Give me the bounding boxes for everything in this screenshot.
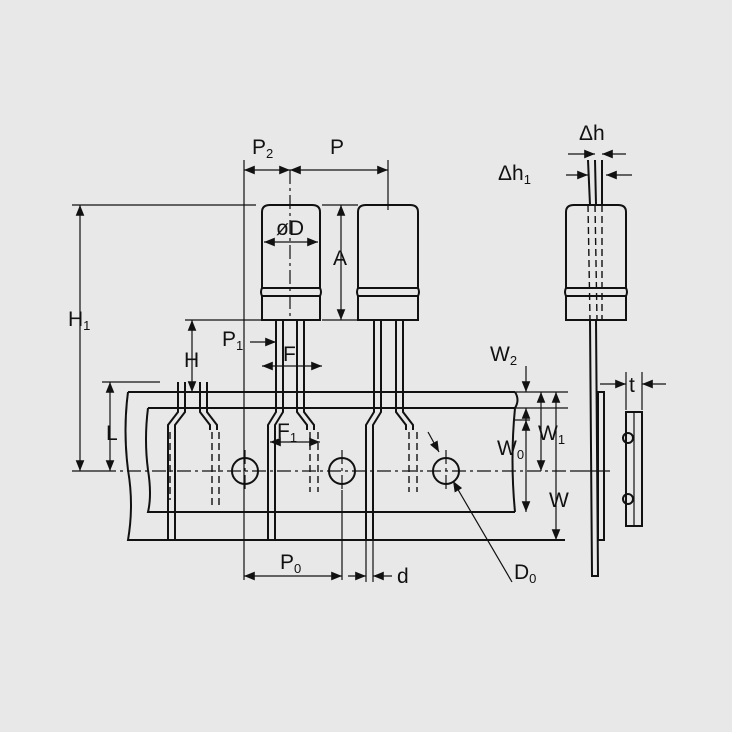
label-p2: P2 (252, 136, 273, 161)
dimension-p2-p (243, 160, 389, 580)
label-diameter: øD (276, 217, 304, 240)
dimension-d (348, 540, 392, 582)
label-l: L (106, 422, 118, 445)
capacitor-2 (356, 204, 420, 540)
label-w2: W2 (490, 343, 517, 368)
label-w: W (549, 489, 569, 512)
label-d: d (397, 565, 409, 588)
dimension-d0 (427, 431, 513, 583)
side-view-capacitor (564, 159, 628, 577)
dimension-w0 (515, 419, 531, 512)
dimension-t (600, 372, 666, 410)
dimension-h (185, 319, 262, 392)
label-t: t (629, 374, 635, 397)
label-w0: W0 (497, 437, 524, 462)
label-d0: D0 (514, 561, 536, 586)
label-w1: W1 (538, 422, 565, 447)
label-delta-h1: Δh1 (498, 162, 531, 187)
label-delta-h: Δh (579, 122, 605, 145)
label-f1: F1 (277, 420, 297, 445)
dimension-a (322, 204, 358, 321)
label-p0: P0 (280, 551, 301, 576)
label-a: A (333, 247, 347, 270)
dimension-p0 (244, 490, 343, 581)
label-h1: H1 (68, 308, 90, 333)
label-f: F (283, 343, 296, 366)
dimension-l (102, 381, 160, 471)
label-h: H (184, 349, 199, 372)
tape-cross-section (622, 411, 643, 527)
dimension-h1 (72, 204, 256, 472)
label-p1: P1 (222, 328, 243, 353)
carrier-tape (102, 391, 570, 541)
label-p: P (330, 136, 344, 159)
lead-only-component (167, 382, 220, 540)
